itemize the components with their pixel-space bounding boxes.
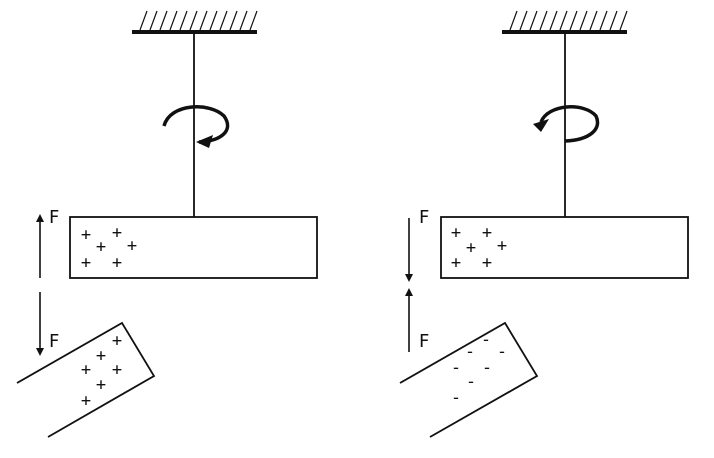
charge: + — [112, 253, 122, 273]
force-label-lower: F — [49, 331, 59, 352]
charge: + — [482, 223, 492, 243]
charge: + — [451, 223, 461, 243]
charge: + — [112, 223, 122, 243]
charge: + — [81, 360, 91, 380]
charge: - — [481, 330, 491, 350]
force-label-upper: F — [419, 207, 429, 228]
left-panel: + + + + + + F F + + + + + + + — [16, 10, 318, 438]
suspended-bar — [440, 216, 689, 279]
force-label-upper: F — [49, 207, 59, 228]
charge: + — [96, 346, 106, 366]
charge: + — [482, 253, 492, 273]
rotation-arrow-clockwise-icon — [162, 105, 230, 148]
charge: + — [127, 236, 137, 256]
tilted-plate-charges: - - - - - - - — [451, 330, 507, 408]
charge: + — [451, 253, 461, 273]
ceiling-support — [132, 10, 258, 34]
charge: + — [81, 225, 91, 245]
tilted-plate — [399, 321, 539, 438]
charge: + — [81, 253, 91, 273]
charge: - — [451, 388, 461, 408]
right-panel: + + + + + + F F - - - - - - - — [399, 10, 689, 438]
charge: + — [81, 391, 91, 411]
charge: + — [112, 360, 122, 380]
ceiling-support — [502, 10, 628, 34]
charge: - — [465, 342, 475, 362]
charge: + — [112, 331, 122, 351]
charge: + — [497, 236, 507, 256]
charge: - — [482, 358, 492, 378]
suspended-bar-charges: + + + + + + — [81, 223, 137, 273]
rotation-arrow-counterclockwise-icon — [533, 105, 600, 143]
suspended-bar — [69, 216, 318, 279]
charge: - — [451, 358, 461, 378]
tilted-plate — [16, 321, 156, 438]
charge: - — [466, 372, 476, 392]
suspended-bar-charges: + + + + + + — [451, 223, 507, 273]
charge: + — [466, 238, 476, 258]
charge: + — [96, 375, 106, 395]
tilted-plate-charges: + + + + + + + — [81, 331, 122, 411]
force-label-lower: F — [419, 331, 429, 352]
charge: - — [497, 342, 507, 362]
charge: + — [96, 237, 106, 257]
